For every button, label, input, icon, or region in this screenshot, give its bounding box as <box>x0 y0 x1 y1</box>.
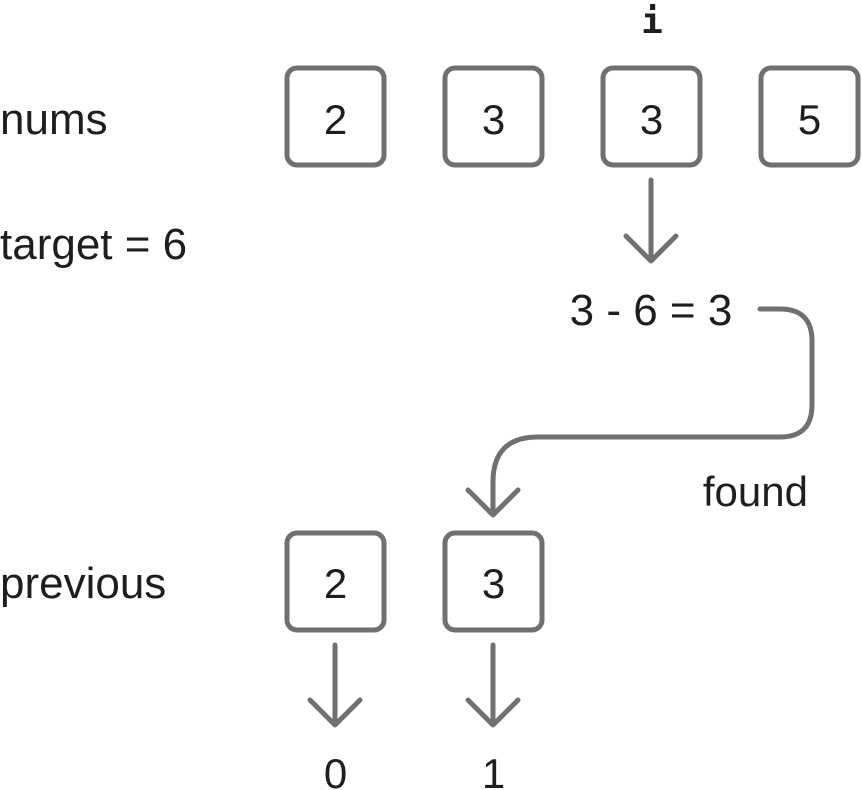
previous-index: 1 <box>482 750 505 790</box>
down-arrow-icon <box>307 642 363 728</box>
complement-equation: 3 - 6 = 3 <box>570 286 733 335</box>
nums-cell-current: 3 <box>600 65 703 168</box>
nums-cell-box <box>284 65 387 168</box>
nums-cell-box <box>758 65 861 168</box>
previous-map: 2 0 3 1 <box>284 530 545 790</box>
target-label: target = 6 <box>0 220 187 269</box>
found-label: found <box>703 468 808 515</box>
nums-cell-box <box>442 65 545 168</box>
previous-entry: 2 0 <box>284 530 387 790</box>
previous-key: 2 <box>324 560 347 607</box>
previous-entry-found: 3 1 <box>442 530 545 790</box>
previous-key: 3 <box>482 560 505 607</box>
previous-key-box <box>284 530 387 633</box>
previous-label: previous <box>0 559 166 608</box>
nums-cell: 3 <box>442 65 545 168</box>
nums-cell-value: 5 <box>798 96 821 143</box>
nums-cell-value: 2 <box>324 96 347 143</box>
nums-cell-value: 3 <box>482 96 505 143</box>
nums-cell-value: 3 <box>640 96 663 143</box>
pointer-label-i: i <box>641 1 663 42</box>
previous-key-box <box>442 530 545 633</box>
curved-arrow-icon <box>465 306 815 518</box>
down-arrow-icon <box>465 642 521 728</box>
nums-label: nums <box>0 95 108 144</box>
nums-array: 2 3 3 5 <box>284 65 861 168</box>
nums-cell: 2 <box>284 65 387 168</box>
nums-cell: 5 <box>758 65 861 168</box>
nums-cell-box <box>600 65 703 168</box>
down-arrow-icon <box>623 177 679 264</box>
previous-index: 0 <box>324 750 347 790</box>
